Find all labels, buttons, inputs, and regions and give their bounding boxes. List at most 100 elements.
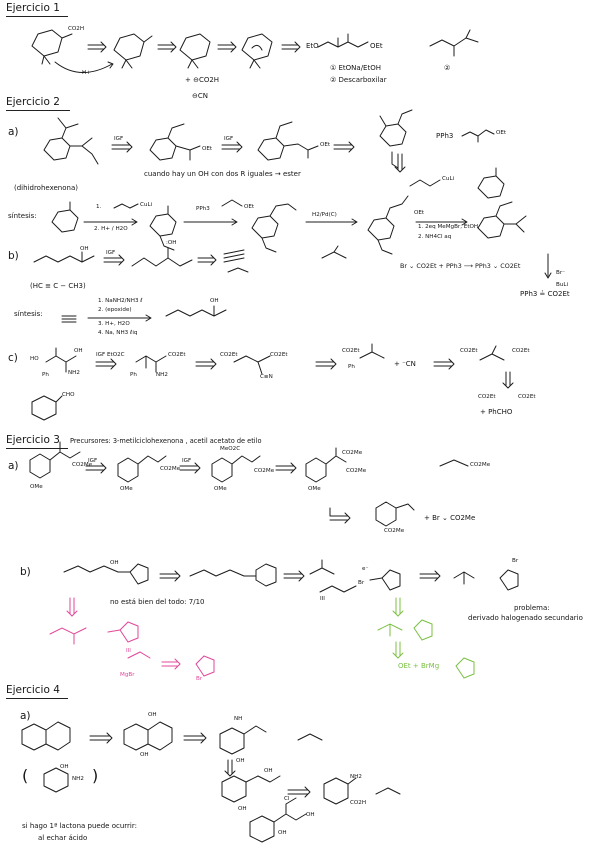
e3a-ome-3: OMe bbox=[214, 486, 227, 492]
e4-retro-arrow bbox=[224, 759, 236, 777]
e4-anthranilic-bracket bbox=[43, 767, 69, 793]
e1-cycle-arrow bbox=[54, 61, 113, 73]
e3b-pink-br: Br bbox=[196, 676, 203, 682]
e2a-step-3: 1. 2eq MeMgBr, EtOH bbox=[418, 224, 479, 230]
e2a-syn-ester bbox=[367, 195, 409, 255]
e1-ring-3 bbox=[241, 33, 273, 69]
e2a-syn-arrow-4 bbox=[415, 218, 468, 226]
e2c-nitrile-label: C≡N bbox=[260, 374, 273, 380]
e2c-retro-arrow bbox=[502, 371, 514, 389]
e4-epoxide bbox=[297, 733, 323, 741]
e2c-nh2: NH2 bbox=[68, 370, 80, 376]
e2c-co2et-5: CO2Et bbox=[460, 348, 478, 354]
e2a-arrow-1 bbox=[111, 141, 133, 153]
e3b-br-2: Br bbox=[512, 558, 519, 564]
e4-note: si hago 1ª lactona puede ocurrir: bbox=[22, 822, 137, 830]
e3b-target bbox=[63, 563, 149, 585]
e2a-compound-name: (dihidrohexenona) bbox=[14, 184, 78, 192]
e3b-arrow-1 bbox=[159, 570, 181, 582]
e3b-alkene bbox=[309, 559, 357, 593]
e2b-wittig-prep: Br ⌄ CO2Et + PPh3 ⟶ PPh3 ⌄ CO2Et bbox=[400, 262, 521, 270]
e2b-step-1: 1. NaNH2/NH3 ℓ bbox=[98, 298, 143, 304]
e1-cyanide: ⊖CN bbox=[192, 92, 208, 100]
e2b-target bbox=[33, 251, 95, 263]
e2a-retro-arrow bbox=[394, 153, 406, 173]
e3b-iii: III bbox=[320, 596, 325, 602]
heading-underline bbox=[6, 110, 70, 111]
e2c-igf: IGF EtO2C bbox=[96, 352, 125, 358]
e1-ester-oet: OEt bbox=[370, 42, 383, 50]
e2b-step-4: 4. Na, NH3 ℓiq bbox=[98, 330, 138, 336]
e4-bracket-nh2: NH2 bbox=[72, 776, 84, 782]
e2c-co2et-3: CO2Et bbox=[270, 352, 288, 358]
heading-underline bbox=[6, 16, 68, 17]
e3b-pink-path bbox=[49, 597, 215, 677]
e2c-ph-3: Ph bbox=[348, 364, 355, 370]
e3a-co2me-1: CO2Me bbox=[72, 462, 93, 468]
e2c-arrow-1 bbox=[95, 358, 117, 370]
e3b-problem-detail: derivado halogenado secundario bbox=[468, 614, 583, 622]
e3a-co2me-6: CO2Me bbox=[470, 462, 491, 468]
e4-side-product bbox=[249, 797, 307, 843]
e4-bracket-oh: OH bbox=[60, 764, 69, 770]
e2c-alkylidene bbox=[359, 343, 385, 359]
e3b-pink-iii: III bbox=[126, 648, 131, 654]
e3b-ketone bbox=[189, 563, 277, 587]
e2a-arrow-2 bbox=[221, 141, 243, 153]
e4-oh-4: OH bbox=[264, 768, 273, 774]
e3a-ring-3 bbox=[211, 455, 261, 483]
e3a-acrylate bbox=[439, 459, 469, 467]
e2b-product-oh: OH bbox=[210, 298, 219, 304]
e4-anthranilic bbox=[323, 777, 357, 805]
e2c-cyanide: + ⁻CN bbox=[394, 360, 416, 368]
e3b-br-1: Br bbox=[358, 580, 365, 586]
e2c-co2et-1: CO2Et bbox=[168, 352, 186, 358]
e4-epoxide-2 bbox=[375, 787, 401, 795]
e2b-arrow-1 bbox=[103, 254, 125, 266]
e2a-oet-5: OEt bbox=[414, 210, 425, 216]
e3b-arrow-2 bbox=[283, 570, 305, 582]
e3a-co2me-4: CO2Me bbox=[342, 450, 363, 456]
e2c-label: c) bbox=[8, 352, 18, 364]
e2b-step-2: 2. (epoxide) bbox=[98, 307, 132, 313]
e3a-arrow-2 bbox=[179, 462, 201, 474]
e4-target bbox=[21, 721, 71, 751]
e4-oh-7: OH bbox=[278, 830, 287, 836]
heading-ejercicio-4: Ejercicio 4 bbox=[6, 684, 60, 696]
e2a-syn-arrow-2 bbox=[183, 218, 238, 226]
e2a-step-1: 1. bbox=[96, 204, 102, 210]
e3b-pink-mgbr: MgBr bbox=[120, 672, 135, 678]
heading-ejercicio-2: Ejercicio 2 bbox=[6, 96, 60, 108]
e4-oh-6: OH bbox=[306, 812, 315, 818]
e4-oh-3: OH bbox=[236, 758, 245, 764]
e1-step-2: ② Descarboxilar bbox=[330, 76, 387, 84]
heading-underline bbox=[6, 448, 68, 449]
e2b-syn-arrow bbox=[87, 314, 152, 322]
e1-two-marker: ② bbox=[444, 64, 451, 72]
e2a-ylide-chain bbox=[461, 129, 495, 143]
e3a-co2me-2: CO2Me bbox=[160, 466, 181, 472]
e3a-meo2c: MeO2C bbox=[220, 446, 241, 452]
e4-nh: NH bbox=[234, 716, 243, 722]
e3a-ome-4: OMe bbox=[308, 486, 321, 492]
e4-aminoalcohol bbox=[221, 775, 281, 803]
e2a-syn-enoate bbox=[251, 203, 297, 253]
e2c-benzaldehyde bbox=[31, 395, 63, 421]
e2c-co2et-8: CO2Et bbox=[518, 394, 536, 400]
e3a-co2me-5: CO2Me bbox=[346, 468, 367, 474]
e2c-malonate bbox=[479, 345, 505, 361]
e2b-syn-alkyne bbox=[61, 315, 77, 323]
e2c-co2et-6: CO2Et bbox=[512, 348, 530, 354]
e2a-syn-arrow-1 bbox=[83, 218, 138, 226]
e2a-step-2: 2. H+ / H2O bbox=[94, 226, 128, 232]
e1-ring-2 bbox=[179, 33, 211, 69]
e2c-co2et-2: CO2Et bbox=[220, 352, 238, 358]
e2a-target bbox=[43, 117, 99, 165]
e2a-cuprate-chain bbox=[409, 179, 441, 187]
e2c-ph-2: Ph bbox=[130, 372, 137, 378]
e4-bracket-open: ( bbox=[22, 766, 29, 785]
e2a-ester bbox=[149, 123, 201, 161]
e2a-enone-small bbox=[477, 167, 505, 199]
